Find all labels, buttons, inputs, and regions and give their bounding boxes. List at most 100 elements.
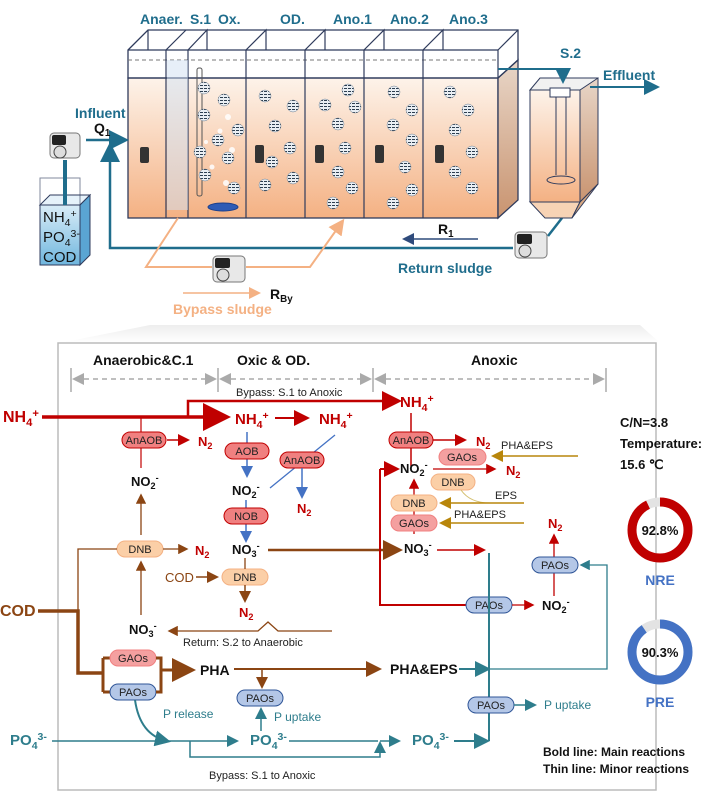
reactor-schematic: Anaer. S.1 Ox. OD. Ano.1 Ano.2 Ano.3 (38, 11, 660, 317)
organism-label: PAOs (246, 693, 274, 705)
effluent-label: Effluent (603, 67, 655, 83)
organism-gaos-anoxic (390, 514, 438, 532)
p-release: P release (163, 707, 214, 721)
pha: PHA (200, 662, 230, 678)
settler-s2 (528, 77, 599, 219)
bypass-flow-rby: RBy (270, 286, 293, 305)
organism-paos-anoxic-top (531, 556, 579, 574)
label-ano2: Ano.2 (390, 11, 429, 27)
anoxic-no3: NO3- (404, 540, 432, 558)
zone-dividers (70, 368, 607, 392)
organism-label: AnAOB (284, 455, 321, 467)
organism-label: DNB (441, 477, 464, 489)
bypass-top-label: Bypass: S.1 to Anoxic (236, 387, 343, 399)
feed-tank: NH4+ PO43- COD (38, 160, 92, 267)
feed-nh4: NH4+ (43, 208, 77, 229)
organism-label: GAOs (118, 653, 148, 665)
biofilm-carriers (193, 81, 479, 210)
influent-flow-q1: Q1 (94, 120, 111, 139)
cn-ratio: C/N=3.8 (620, 415, 668, 430)
organism-label: DNB (402, 498, 425, 510)
anoxic-nh4: NH4+ (400, 393, 434, 414)
return-pump-icon (514, 231, 548, 259)
influent-label: Influent (75, 105, 126, 121)
organism-label: NOB (234, 511, 258, 523)
organism-label: AnAOB (126, 435, 163, 447)
n2-product: N2 (239, 605, 253, 622)
p-uptake-oxic: P uptake (274, 710, 321, 724)
input-po4: PO43- (10, 731, 47, 752)
zone-anoxic: Anoxic (471, 352, 518, 368)
reactor-tank (127, 28, 519, 220)
return-flow-r1: R1 (438, 221, 454, 240)
organism-label: GAOs (447, 452, 477, 464)
n2-product: N2 (548, 516, 562, 533)
feed-cod: COD (43, 249, 77, 266)
n2-product: N2 (506, 463, 520, 480)
label-ano1: Ano.1 (333, 11, 372, 27)
od-nh4: NH4+ (319, 410, 353, 431)
feed-po4: PO43- (43, 228, 80, 249)
gauge-value: 92.8% (642, 523, 679, 538)
organism-paos-oxic (236, 689, 284, 707)
label-od: OD. (280, 11, 305, 27)
input-nh4: NH4+ (3, 408, 39, 429)
eps-small: EPS (495, 490, 517, 502)
input-cod: COD (0, 603, 36, 620)
zoom-callout (60, 325, 660, 343)
ammonium-pathway: NH4+ NH4+ NH4+ NH4+ AnAOB N2 AOB AnAOB N… (3, 391, 434, 559)
gauge-name: NRE (645, 572, 675, 588)
organism-dnb-anoxic (390, 494, 438, 512)
anoxic-n-pathway: AnAOB N2 NO2- N2 GAOs PHA&EPS DNB EPS DN… (379, 413, 579, 615)
temperature-value: 15.6 ℃ (620, 457, 664, 472)
organism-gaos-anoxic-top (438, 448, 487, 466)
oxic-no2: NO2- (232, 482, 260, 500)
anoxic-po4: PO43- (412, 731, 449, 752)
n2-product: N2 (195, 543, 209, 560)
anaerobic-no3: NO3- (129, 621, 157, 639)
oxic-nh4: NH4+ (235, 410, 269, 431)
settler-label: S.2 (560, 45, 581, 61)
organism-label: AOB (235, 446, 258, 458)
n2-product: N2 (476, 434, 490, 451)
denitrification-anaerobic: NO2- DNB N2 NO3- Return: S.2 to Anaerobi… (77, 473, 403, 649)
zone-oxic: Oxic & OD. (237, 352, 310, 368)
bypass-pump-icon (212, 255, 246, 283)
gauge-fill (627, 619, 693, 685)
anaerobic-no2: NO2- (131, 473, 159, 491)
anoxic-no2: NO2- (400, 460, 428, 478)
organism-label: AnAOB (393, 435, 430, 447)
return-label: Return: S.2 to Anaerobic (183, 637, 303, 649)
pha-eps: PHA&EPS (390, 661, 458, 677)
line-legend: Bold line: Main reactions Thin line: Min… (543, 745, 689, 776)
label-ano3: Ano.3 (449, 11, 488, 27)
label-anaer: Anaer. (140, 11, 183, 27)
legend-bold: Bold line: Main reactions (543, 745, 685, 759)
organism-aob (224, 442, 270, 460)
pha-eps-small-2: PHA&EPS (454, 509, 506, 521)
organism-anaob-anaerobic (121, 431, 167, 449)
organism-nob (223, 507, 269, 525)
zone-anaerobic: Anaerobic&C.1 (93, 352, 194, 368)
operating-conditions: C/N=3.8 Temperature: 15.6 ℃ (620, 415, 702, 472)
organism-label: DNB (128, 544, 151, 556)
gauge-value: 90.3% (642, 645, 679, 660)
pha-eps-small: PHA&EPS (501, 440, 553, 452)
bypass-sludge-label: Bypass sludge (173, 301, 272, 317)
bypass-bottom-label: Bypass: S.1 to Anoxic (209, 770, 316, 782)
organism-dnb-anoxic-top (430, 473, 476, 491)
phosphorus-pathway: PAOs P uptake PO43- P release PO43- P up… (10, 553, 608, 782)
organism-label: PAOs (119, 687, 147, 699)
oxic-po4: PO43- (250, 731, 287, 752)
influent-pump-icon (49, 132, 81, 159)
legend-thin: Thin line: Minor reactions (543, 762, 689, 776)
anoxic-no2-paos: NO2- (542, 597, 570, 615)
organism-label: PAOs (541, 560, 569, 572)
return-sludge-label: Return sludge (398, 260, 492, 276)
oxic-no3: NO3- (232, 541, 260, 559)
cod-pathway: COD GAOs PAOs PHA PAOs PHA&EPS (0, 603, 458, 707)
n2-product: N2 (198, 434, 212, 451)
gauge-nre: 92.8% NRE (627, 497, 693, 588)
